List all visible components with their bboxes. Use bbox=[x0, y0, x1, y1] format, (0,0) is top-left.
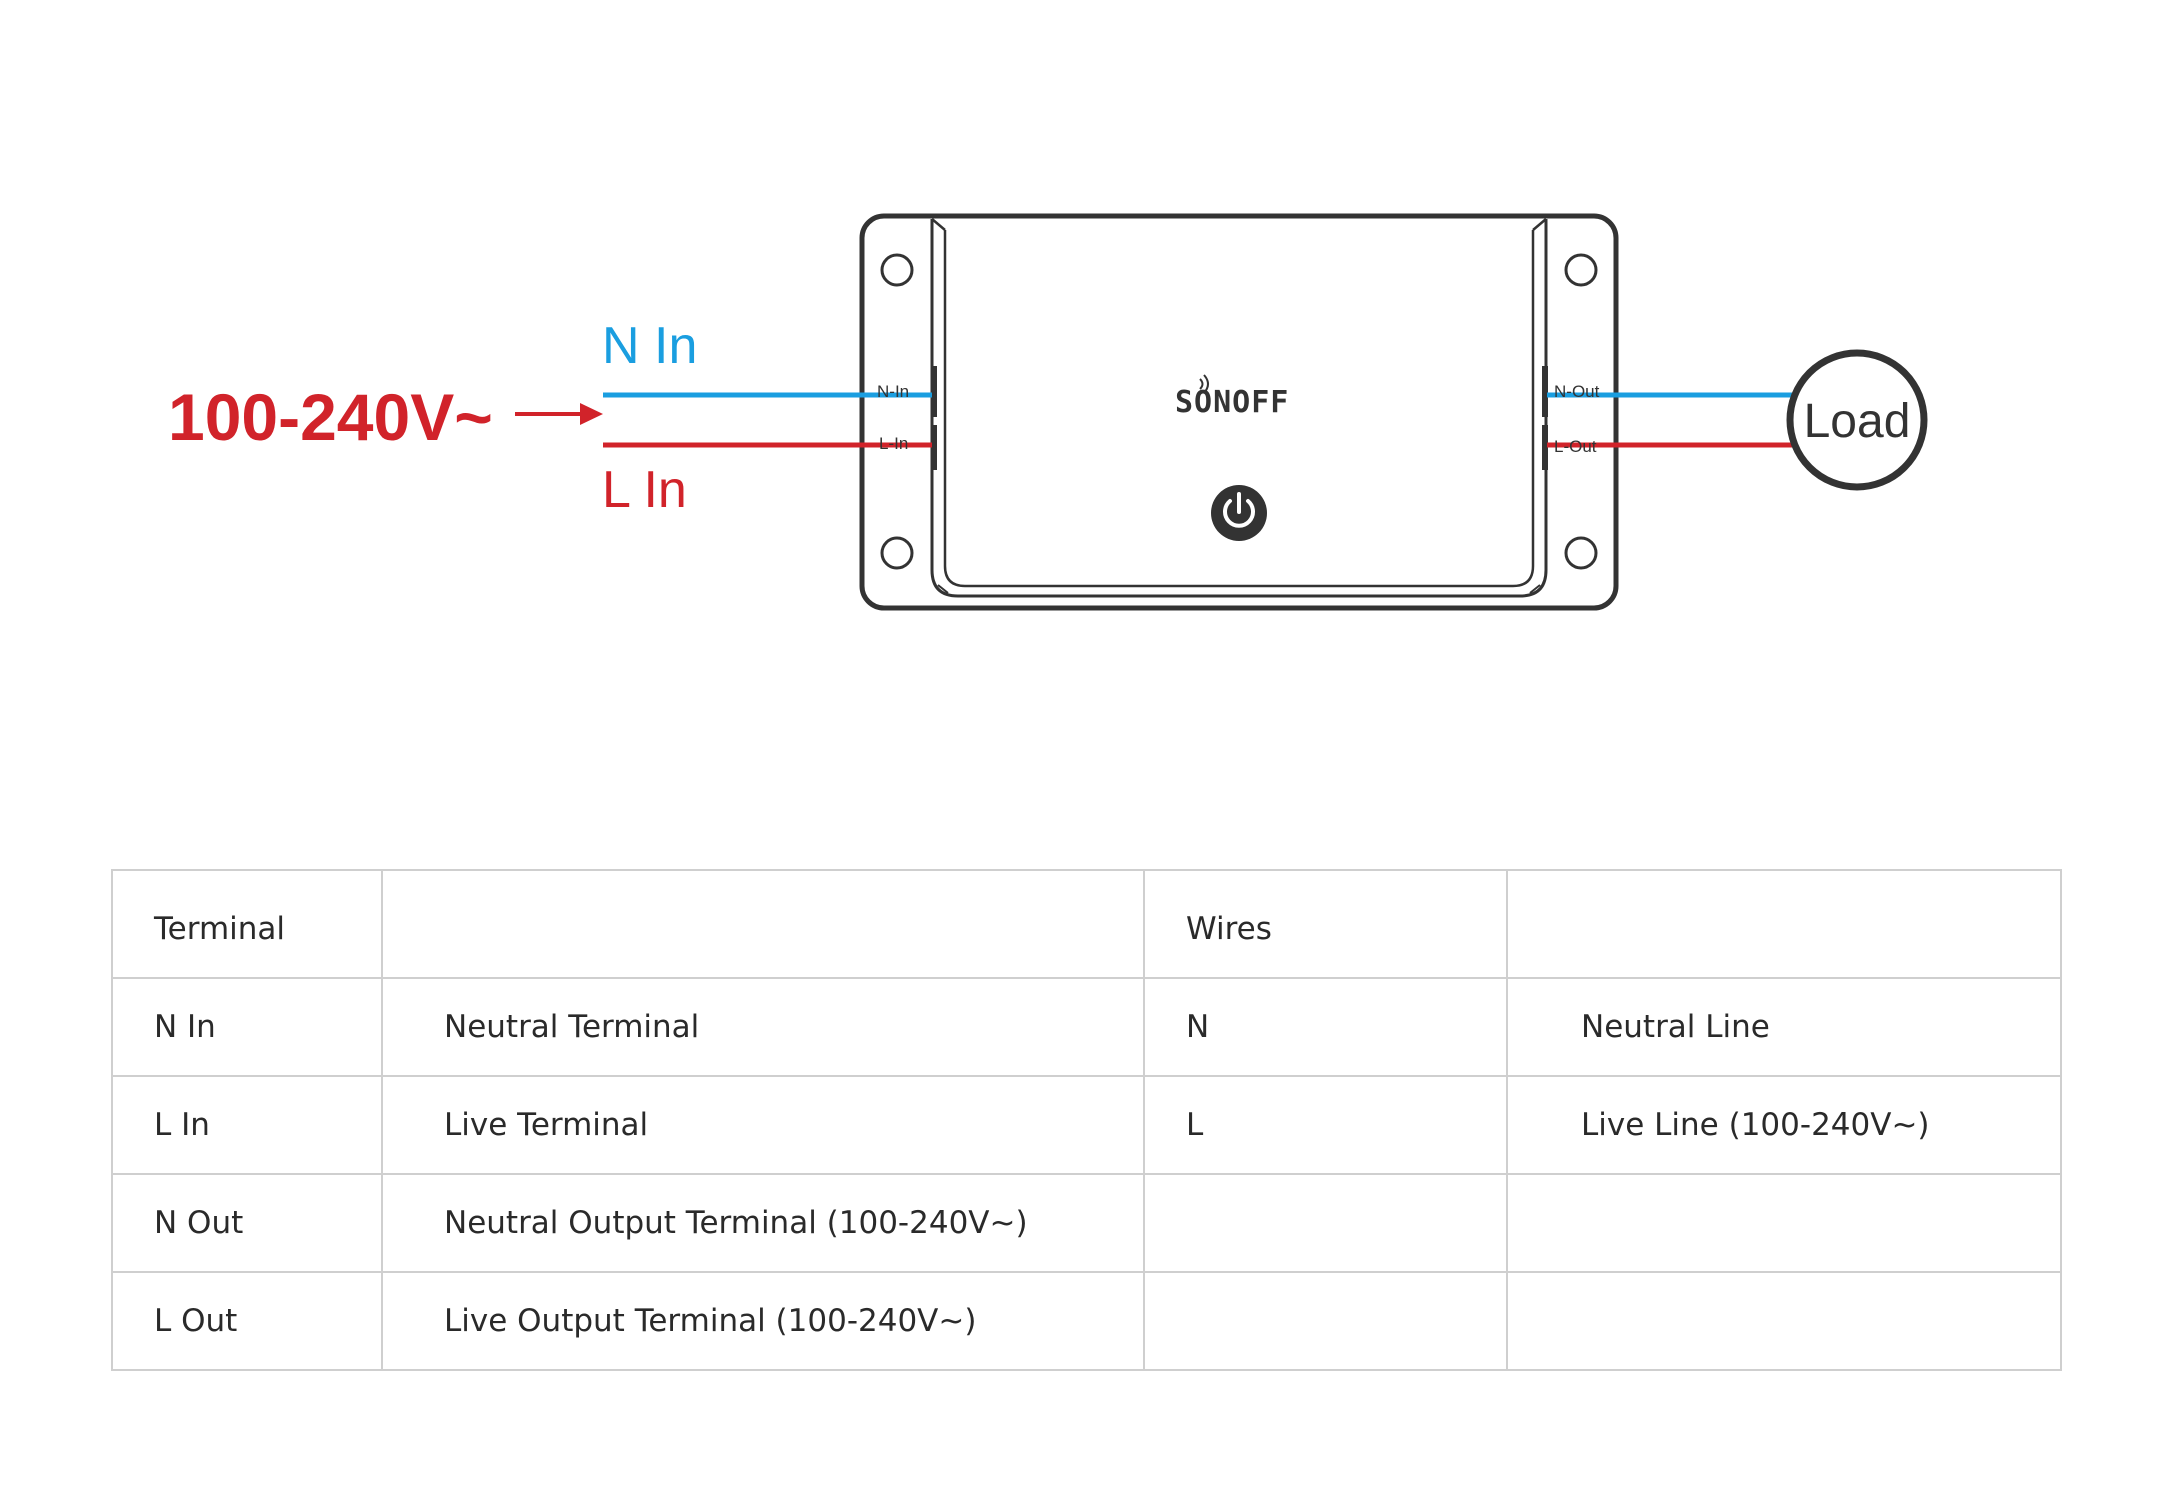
table-row: N In Neutral Terminal N Neutral Line bbox=[111, 977, 2062, 1077]
cell-terminal-desc: Neutral Output Terminal (100-240V~) bbox=[381, 1173, 1145, 1273]
voltage-label: 100-240V~ bbox=[168, 380, 493, 454]
load-label: Load bbox=[1804, 395, 1911, 448]
cell-wire bbox=[1143, 1271, 1508, 1371]
cell-terminal: L Out bbox=[111, 1271, 383, 1371]
cell-terminal: L In bbox=[111, 1075, 383, 1175]
cell-wire: L bbox=[1143, 1075, 1508, 1175]
input-arrow-head bbox=[580, 403, 603, 425]
header-wires: Wires bbox=[1143, 869, 1508, 979]
header-terminal: Terminal bbox=[111, 869, 383, 979]
mounting-hole bbox=[1564, 253, 1598, 287]
header-terminal-desc bbox=[381, 869, 1145, 979]
cell-wire bbox=[1143, 1173, 1508, 1273]
mounting-hole bbox=[1564, 536, 1598, 570]
cell-terminal: N Out bbox=[111, 1173, 383, 1273]
cell-wire-desc bbox=[1506, 1271, 2062, 1371]
wifi-signal-icon bbox=[1199, 374, 1209, 394]
wiring-table: Terminal Wires N In Neutral Terminal N N… bbox=[111, 869, 2062, 1371]
cell-terminal: N In bbox=[111, 977, 383, 1077]
table-row: L In Live Terminal L Live Line (100-240V… bbox=[111, 1075, 2062, 1175]
cell-wire-desc: Live Line (100-240V~) bbox=[1506, 1075, 2062, 1175]
terminal-label-l-in: L-In bbox=[879, 434, 908, 453]
cell-terminal-desc: Live Terminal bbox=[381, 1075, 1145, 1175]
terminal-label-n-in: N-In bbox=[877, 382, 909, 401]
wiring-diagram: 100-240V~ N In L In SONOFF bbox=[168, 213, 1928, 611]
cell-wire: N bbox=[1143, 977, 1508, 1077]
n-in-label: N In bbox=[602, 317, 697, 375]
table-header-row: Terminal Wires bbox=[111, 869, 2062, 979]
cell-terminal-desc: Live Output Terminal (100-240V~) bbox=[381, 1271, 1145, 1371]
terminal-label-l-out: L-Out bbox=[1554, 437, 1597, 456]
cell-terminal-desc: Neutral Terminal bbox=[381, 977, 1145, 1077]
load-circle bbox=[1786, 349, 1928, 491]
cell-wire-desc bbox=[1506, 1173, 2062, 1273]
l-in-label: L In bbox=[602, 461, 687, 519]
table-row: N Out Neutral Output Terminal (100-240V~… bbox=[111, 1173, 2062, 1273]
mounting-hole bbox=[880, 253, 914, 287]
table-row: L Out Live Output Terminal (100-240V~) bbox=[111, 1271, 2062, 1371]
terminal-label-n-out: N-Out bbox=[1554, 382, 1600, 401]
brand-logo: SONOFF bbox=[1175, 385, 1289, 420]
header-wires-desc bbox=[1506, 869, 2062, 979]
sonoff-device: SONOFF bbox=[859, 213, 1619, 611]
mounting-hole bbox=[880, 536, 914, 570]
cell-wire-desc: Neutral Line bbox=[1506, 977, 2062, 1077]
power-button-icon bbox=[1211, 485, 1267, 541]
